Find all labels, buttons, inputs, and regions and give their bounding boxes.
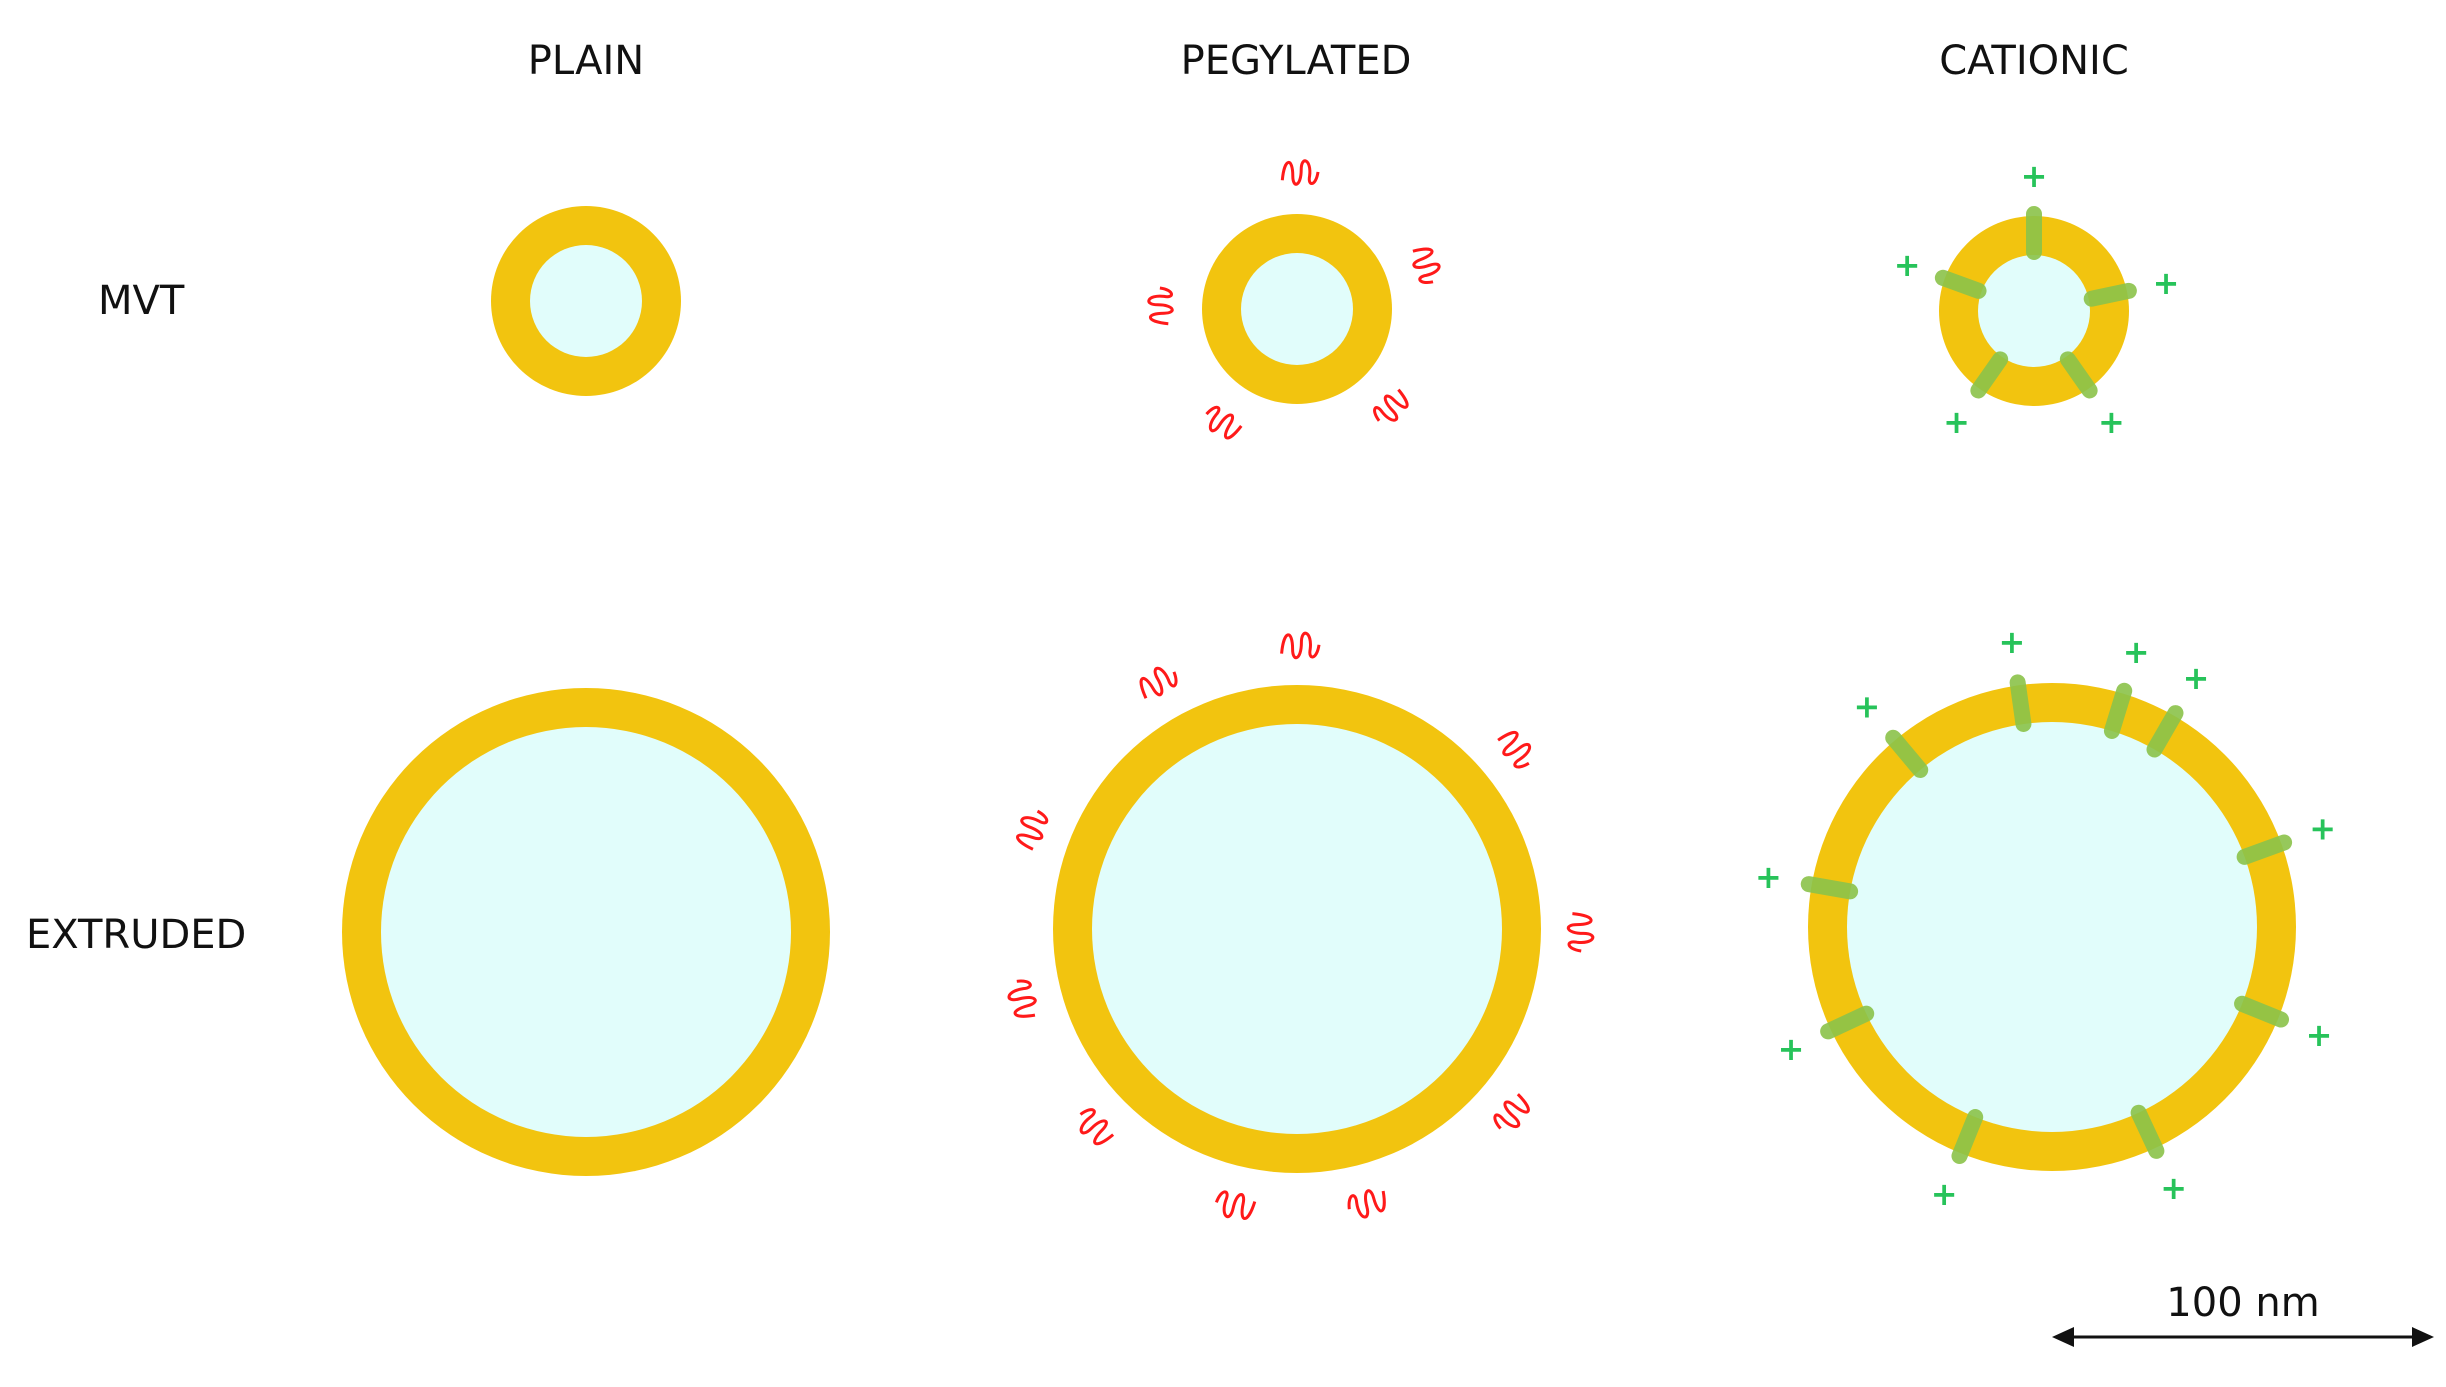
scale-bar-label: 100 nm <box>2166 1280 2319 1326</box>
positive-charge-icon: + <box>2153 264 2180 302</box>
column-header-plain: PLAIN <box>528 38 644 84</box>
cationic-lipid <box>2130 1104 2165 1159</box>
aqueous-core <box>1847 722 2257 1132</box>
peg-chain <box>1566 912 1595 953</box>
positive-charge-icon: + <box>2123 633 2150 671</box>
liposome-pegylated-extruded <box>1007 631 1595 1221</box>
cationic-lipid <box>2083 282 2137 307</box>
positive-charge-icon: + <box>2160 1169 2187 1207</box>
peg-chain <box>1412 247 1441 285</box>
peg-chain <box>1205 405 1243 440</box>
aqueous-core <box>1978 255 2090 367</box>
positive-charge-icon: + <box>1755 858 1782 896</box>
liposome-plain-extruded <box>342 688 830 1176</box>
aqueous-core <box>530 245 642 357</box>
peg-chain <box>1280 631 1321 660</box>
peg-chain <box>1493 1093 1530 1130</box>
liposome-cationic-extruded: + + + + + + + + + + <box>1755 623 2336 1213</box>
positive-charge-icon: + <box>2183 659 2210 697</box>
peg-chain <box>1347 1189 1386 1219</box>
peg-chain <box>1007 979 1037 1018</box>
row-label-mvt: MVT <box>98 278 185 324</box>
peg-chain <box>1280 159 1320 186</box>
positive-charge-icon: + <box>2098 403 2125 441</box>
positive-charge-icon: + <box>1778 1030 1805 1068</box>
liposome-plain-mvt <box>491 206 681 396</box>
peg-chain <box>1016 809 1049 851</box>
column-header-pegylated: PEGYLATED <box>1181 38 1412 84</box>
positive-charge-icon: + <box>1943 403 1970 441</box>
positive-charge-icon: + <box>2021 157 2048 195</box>
peg-chain <box>1497 731 1532 769</box>
peg-chain <box>1139 666 1178 699</box>
cationic-lipid <box>1934 269 1987 299</box>
positive-charge-icon: + <box>1853 688 1880 726</box>
column-header-cationic: CATIONIC <box>1939 38 2129 84</box>
cationic-lipid <box>1800 876 1859 900</box>
cationic-lipid <box>2103 682 2133 739</box>
positive-charge-icon: + <box>1999 623 2026 661</box>
positive-charge-icon: + <box>2306 1016 2333 1054</box>
scale-bar-arrow-left-icon <box>2052 1327 2074 1347</box>
cationic-lipid <box>1885 729 1929 778</box>
scale-bar-arrow-right-icon <box>2412 1327 2434 1347</box>
positive-charge-icon: + <box>2309 810 2336 848</box>
peg-chain <box>1079 1108 1115 1146</box>
peg-chain <box>1373 388 1409 422</box>
aqueous-core <box>1241 253 1353 365</box>
cationic-lipid <box>1970 351 2009 399</box>
cationic-lipid <box>2234 995 2290 1028</box>
aqueous-core <box>1092 724 1502 1134</box>
aqueous-core <box>381 727 791 1137</box>
liposome-pegylated-mvt <box>1147 159 1441 440</box>
positive-charge-icon: + <box>1894 246 1921 284</box>
cationic-lipid <box>1951 1109 1984 1165</box>
scale-bar: 100 nm <box>2052 1280 2434 1347</box>
cationic-lipid <box>2059 351 2098 399</box>
cationic-lipid <box>2236 834 2293 865</box>
liposome-cationic-mvt: + + + + + <box>1894 157 2180 441</box>
peg-chain <box>1147 286 1174 326</box>
cationic-lipid <box>2009 674 2032 732</box>
row-label-extruded: EXTRUDED <box>26 912 246 958</box>
peg-chain <box>1214 1190 1257 1221</box>
positive-charge-icon: + <box>1931 1175 1958 1213</box>
cationic-lipid <box>1820 1005 1875 1040</box>
cationic-lipid <box>2146 705 2184 758</box>
